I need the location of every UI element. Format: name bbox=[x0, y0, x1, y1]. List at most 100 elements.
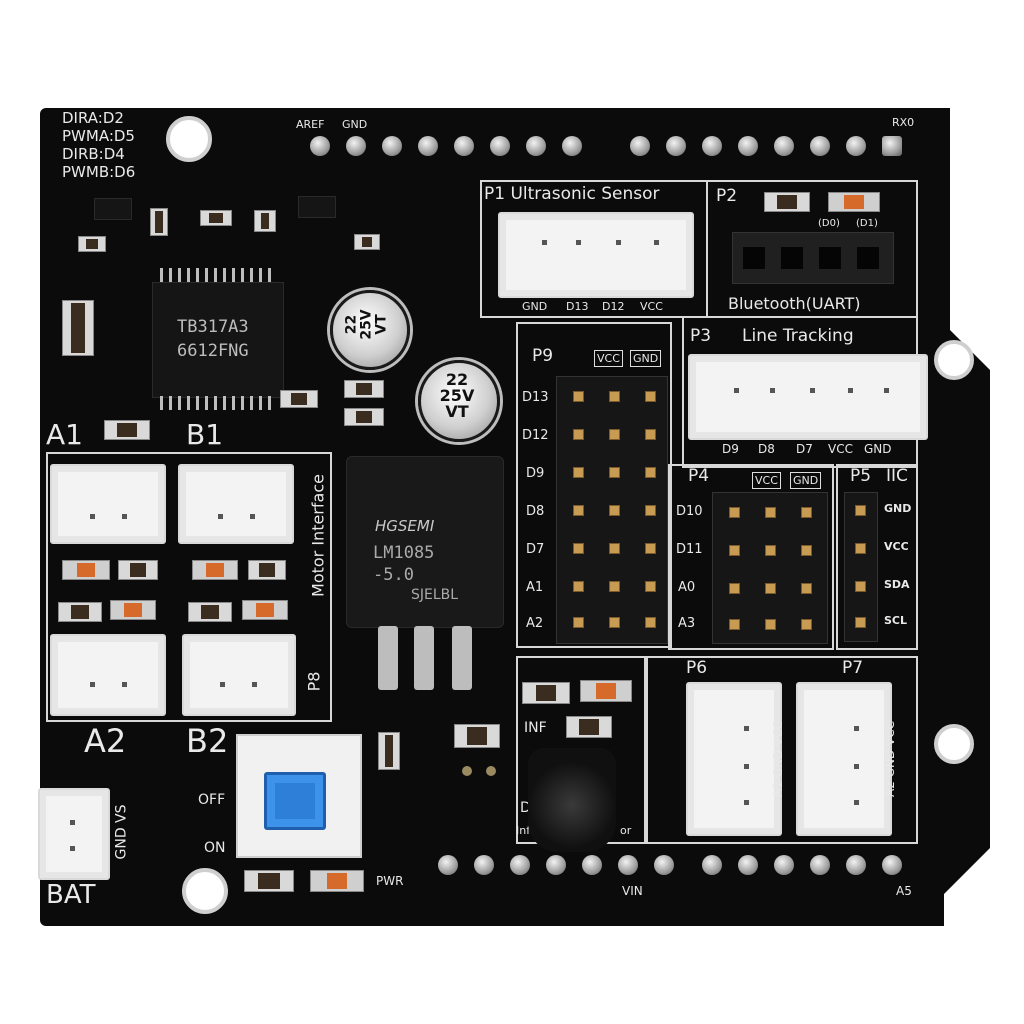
smd-capacitor bbox=[62, 300, 94, 356]
p6-p7-frame bbox=[644, 656, 918, 844]
p9-row-d9: D9 bbox=[526, 466, 545, 481]
p7-title: P7 bbox=[842, 658, 864, 678]
battery-connector[interactable] bbox=[38, 788, 110, 880]
p2-d1-label: (D1) bbox=[856, 218, 878, 229]
p4-title: P4 bbox=[688, 466, 710, 486]
p3-pin-d9: D9 bbox=[722, 442, 739, 456]
pin-map-dirb: DIRB:D4 bbox=[62, 145, 125, 163]
voltage-regulator: HGSEMI LM1085 -5.0 SJELBL bbox=[346, 456, 504, 628]
smd-resistor bbox=[354, 234, 380, 250]
test-pad bbox=[462, 766, 472, 776]
p9-frame bbox=[516, 322, 672, 648]
smd-resistor bbox=[58, 602, 102, 622]
smd-resistor bbox=[566, 716, 612, 738]
p8-label: P8 bbox=[304, 671, 324, 692]
ir-text-d: D bbox=[520, 800, 531, 816]
iic-pin-header[interactable] bbox=[844, 492, 878, 642]
smd-led bbox=[110, 600, 156, 620]
driver-ic-line2: 6612FNG bbox=[177, 341, 249, 361]
ir-text-sensor: or bbox=[620, 824, 632, 837]
smd-led bbox=[192, 560, 238, 580]
p7-connector[interactable] bbox=[796, 682, 892, 836]
line-tracking-connector[interactable] bbox=[688, 354, 928, 440]
p1-pin-gnd: GND bbox=[522, 300, 548, 313]
smd-resistor bbox=[344, 408, 384, 426]
p4-row-a0: A0 bbox=[678, 580, 696, 595]
p9-pin-header[interactable] bbox=[556, 376, 668, 644]
p3-pin-d7: D7 bbox=[796, 442, 813, 456]
label-a2: A2 bbox=[84, 722, 127, 760]
p4-row-a3: A3 bbox=[678, 616, 696, 631]
ir-receiver bbox=[528, 748, 616, 852]
p9-row-a2: A2 bbox=[526, 616, 544, 631]
smd-resistor bbox=[188, 602, 232, 622]
motor-interface-label: Motor Interface bbox=[308, 474, 328, 597]
p5-title: P5 bbox=[850, 466, 872, 486]
motor-connector-a1[interactable] bbox=[50, 464, 166, 544]
rx0-label: RX0 bbox=[892, 116, 915, 129]
switch-off-label: OFF bbox=[198, 792, 226, 808]
p2-subtitle: Bluetooth(UART) bbox=[728, 294, 861, 313]
smd-resistor bbox=[764, 192, 810, 212]
motor-connector-b2[interactable] bbox=[182, 634, 296, 716]
p6-title: P6 bbox=[686, 658, 708, 678]
p1-title: P1 Ultrasonic Sensor bbox=[484, 184, 660, 204]
mounting-hole-bottom-right bbox=[934, 724, 974, 764]
smd-resistor bbox=[254, 210, 276, 232]
battery-pin-label: GND VS bbox=[113, 804, 130, 860]
battery-label: BAT bbox=[46, 880, 96, 910]
smd-led bbox=[242, 600, 288, 620]
p4-row-d10: D10 bbox=[676, 504, 703, 519]
regulator-line2: -5.0 bbox=[373, 565, 414, 585]
gnd-top-label: GND bbox=[342, 118, 368, 131]
power-led bbox=[310, 870, 364, 892]
p6-pins: A1 GND VCC bbox=[770, 721, 785, 797]
p9-row-a1: A1 bbox=[526, 580, 544, 595]
p3-title: P3 bbox=[690, 326, 712, 346]
p4-row-d11: D11 bbox=[676, 542, 703, 557]
p3-pin-d8: D8 bbox=[758, 442, 775, 456]
p4-pin-header[interactable] bbox=[712, 492, 828, 644]
motor-interface-frame bbox=[46, 452, 332, 722]
smd-resistor bbox=[454, 724, 500, 748]
bluetooth-socket[interactable] bbox=[732, 232, 894, 284]
smd-led bbox=[62, 560, 110, 580]
label-b1: B1 bbox=[186, 418, 224, 451]
smd-resistor bbox=[150, 208, 168, 236]
p5-pin-vcc: VCC bbox=[884, 540, 909, 553]
regulator-line3: SJELBL bbox=[411, 587, 459, 603]
smd-resistor bbox=[344, 380, 384, 398]
mounting-hole-top-left bbox=[166, 116, 212, 162]
a5-label: A5 bbox=[896, 884, 912, 898]
ultrasonic-connector[interactable] bbox=[498, 212, 694, 298]
motor-connector-a2[interactable] bbox=[50, 634, 166, 716]
p6-connector[interactable] bbox=[686, 682, 782, 836]
p9-row-d13: D13 bbox=[522, 390, 549, 405]
p9-row-d12: D12 bbox=[522, 428, 549, 443]
p2-title: P2 bbox=[716, 186, 738, 206]
mounting-hole-bottom-left bbox=[182, 868, 228, 914]
p7-pins: A2 GND VCC bbox=[882, 721, 897, 797]
smd-resistor bbox=[200, 210, 232, 226]
motor-driver-ic: TB317A3 6612FNG bbox=[152, 282, 284, 398]
p3-pin-gnd: GND bbox=[864, 442, 892, 456]
power-switch-button[interactable] bbox=[264, 772, 326, 830]
p9-gnd: GND bbox=[630, 350, 662, 367]
p1-pin-d12: D12 bbox=[602, 300, 625, 313]
p2-d0-label: (D0) bbox=[818, 218, 840, 229]
smd-resistor bbox=[378, 732, 400, 770]
smd-resistor bbox=[522, 682, 570, 704]
smd-resistor bbox=[78, 236, 106, 252]
smd-resistor bbox=[248, 560, 286, 580]
regulator-line1: LM1085 bbox=[373, 543, 435, 563]
p9-title: P9 bbox=[532, 346, 554, 366]
vin-label: VIN bbox=[622, 884, 643, 898]
motor-connector-b1[interactable] bbox=[178, 464, 294, 544]
mounting-hole-right bbox=[934, 340, 974, 380]
ir-inf-label: INF bbox=[524, 720, 547, 736]
pwr-label: PWR bbox=[376, 874, 404, 888]
p1-pin-vcc: VCC bbox=[640, 300, 663, 313]
test-pad bbox=[486, 766, 496, 776]
